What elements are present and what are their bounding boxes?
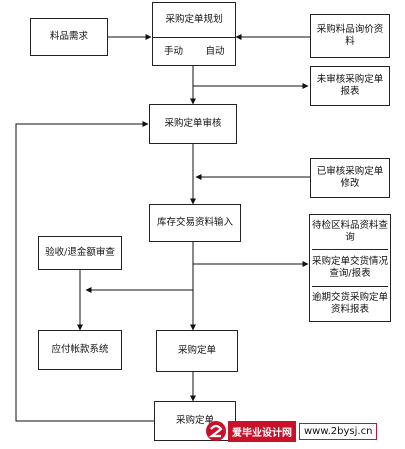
watermark-brand: 爱毕业设计网 [228,420,296,442]
auto-option: 自动 [205,46,225,57]
watermark-url[interactable]: www.2bysj.cn [299,422,378,440]
feedback-loop-to-review [15,121,154,422]
node-inspection-query: 待检区料品资料查询 [312,215,388,250]
manual-option: 手动 [163,46,183,57]
node-inventory-input: 库存交易资料输入 [149,204,241,242]
node-unreviewed-report: 未审核采购定单报表 [310,66,390,106]
node-ap-system: 应付帐款系统 [38,330,122,370]
node-po-planning: 采购定单规划 手动 自动 [152,2,236,66]
watermark-logo-icon [206,421,226,441]
node-reviewed-modify: 已审核采购定单修改 [310,158,390,198]
node-material-demand: 料品需求 [30,18,108,56]
node-po-review: 采购定单审核 [149,104,237,144]
node-price-inquiry: 采购料品询价资料 [310,14,390,58]
node-report-group: 待检区料品资料查询 采购定单交货情况查询/报表 逾期交货采购定单资料报表 [309,214,391,322]
node-overdue-report: 逾期交货采购定单资料报表 [312,292,389,315]
node-acceptance-refund: 验收/退金额审查 [38,236,122,270]
node-po-1: 采购定单 [156,330,238,372]
node-delivery-report: 采购定单交货情况查询/报表 [312,250,388,287]
watermark: 爱毕业设计网 www.2bysj.cn [205,420,391,442]
po-planning-title: 采购定单规划 [153,3,235,38]
